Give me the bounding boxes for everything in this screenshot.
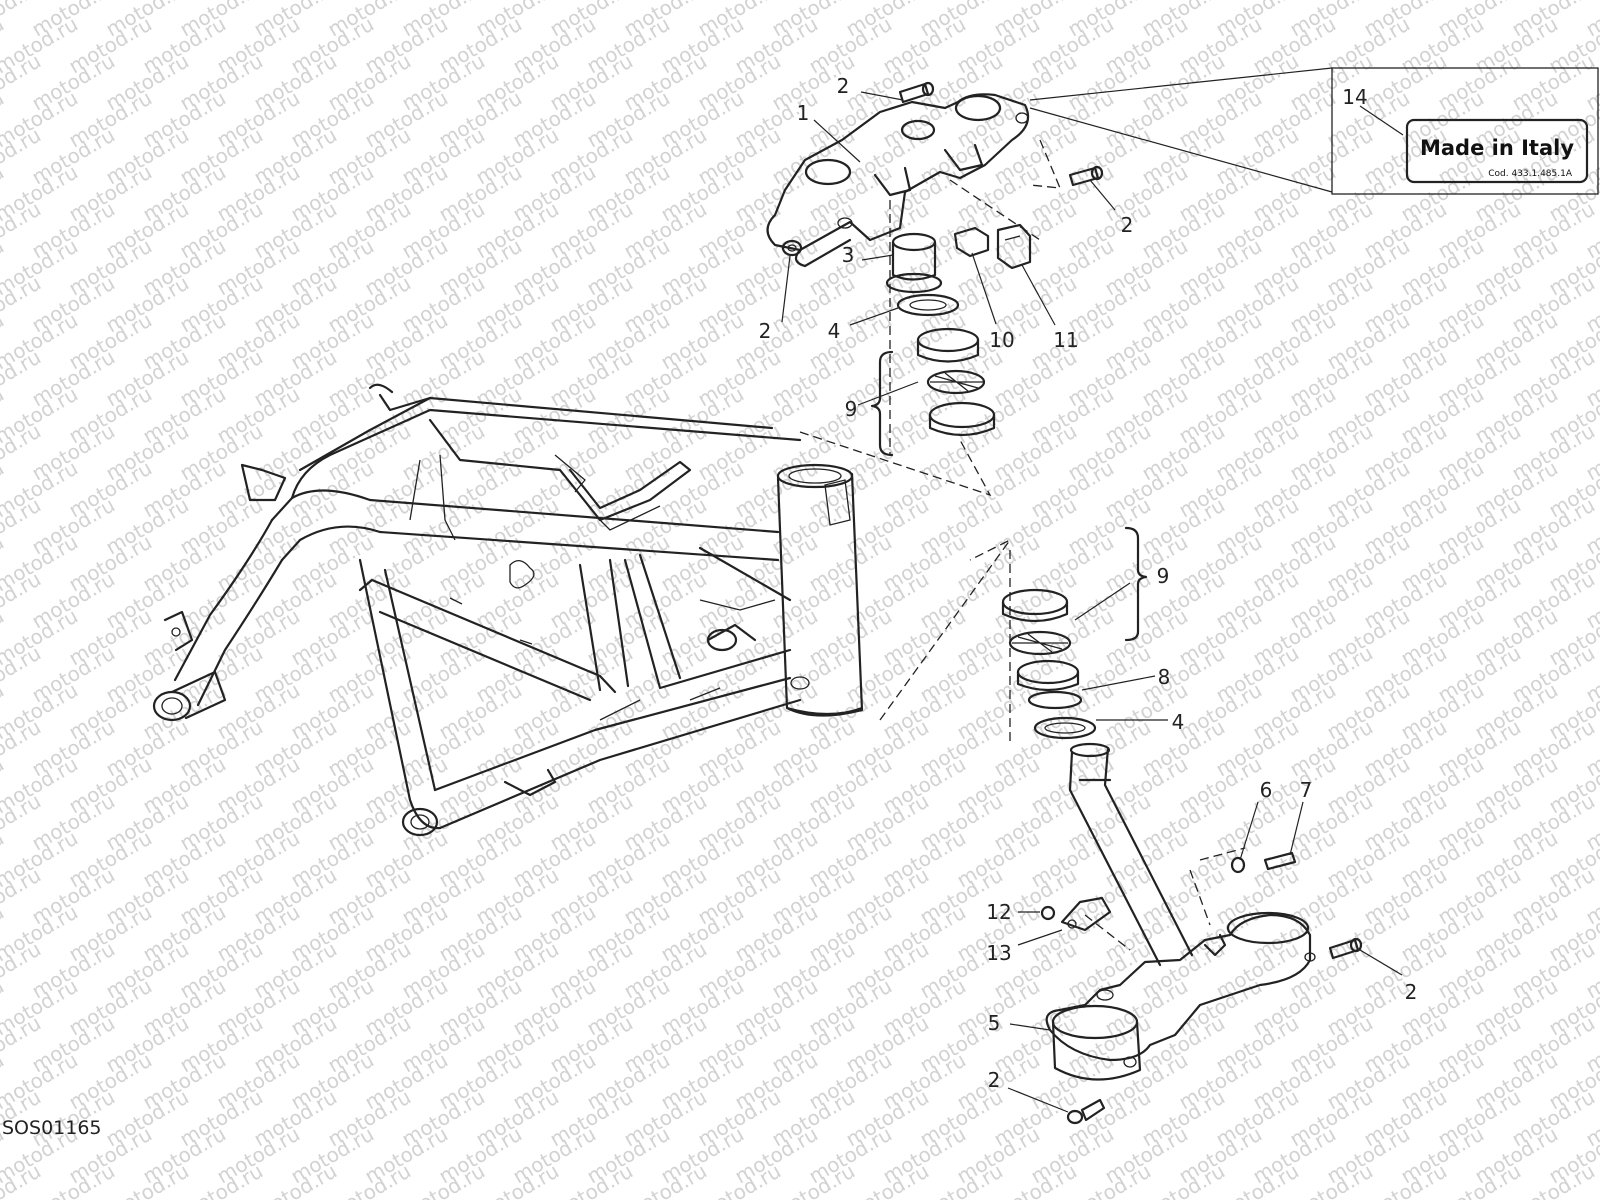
callout-1: 1 <box>797 101 810 125</box>
callout-12: 12 <box>986 900 1011 924</box>
callout-9-upper: 9 <box>845 397 858 421</box>
washer-12 <box>1042 907 1054 919</box>
document-code: SOS01165 <box>2 1117 102 1139</box>
callout-11: 11 <box>1053 328 1078 352</box>
callout-14: 14 <box>1342 85 1367 109</box>
callout-7: 7 <box>1300 778 1313 802</box>
callout-2-left: 2 <box>759 319 772 343</box>
callout-9-lower: 9 <box>1157 564 1170 588</box>
callout-2-bottom: 2 <box>988 1068 1001 1092</box>
callout-10: 10 <box>989 328 1014 352</box>
label-plate-code: Cod. 433.1.485.1A <box>1488 169 1573 179</box>
callout-2-low-right: 2 <box>1405 980 1418 1004</box>
callout-4-lower: 4 <box>1172 710 1185 734</box>
callout-2-top: 2 <box>837 74 850 98</box>
callout-8: 8 <box>1158 665 1171 689</box>
callout-5: 5 <box>988 1011 1001 1035</box>
label-plate-title: Made in Italy <box>1420 136 1574 160</box>
callout-6: 6 <box>1260 778 1273 802</box>
callout-13: 13 <box>986 941 1011 965</box>
callout-4-upper: 4 <box>828 319 841 343</box>
callout-2-right: 2 <box>1121 213 1134 237</box>
callout-3: 3 <box>842 243 855 267</box>
